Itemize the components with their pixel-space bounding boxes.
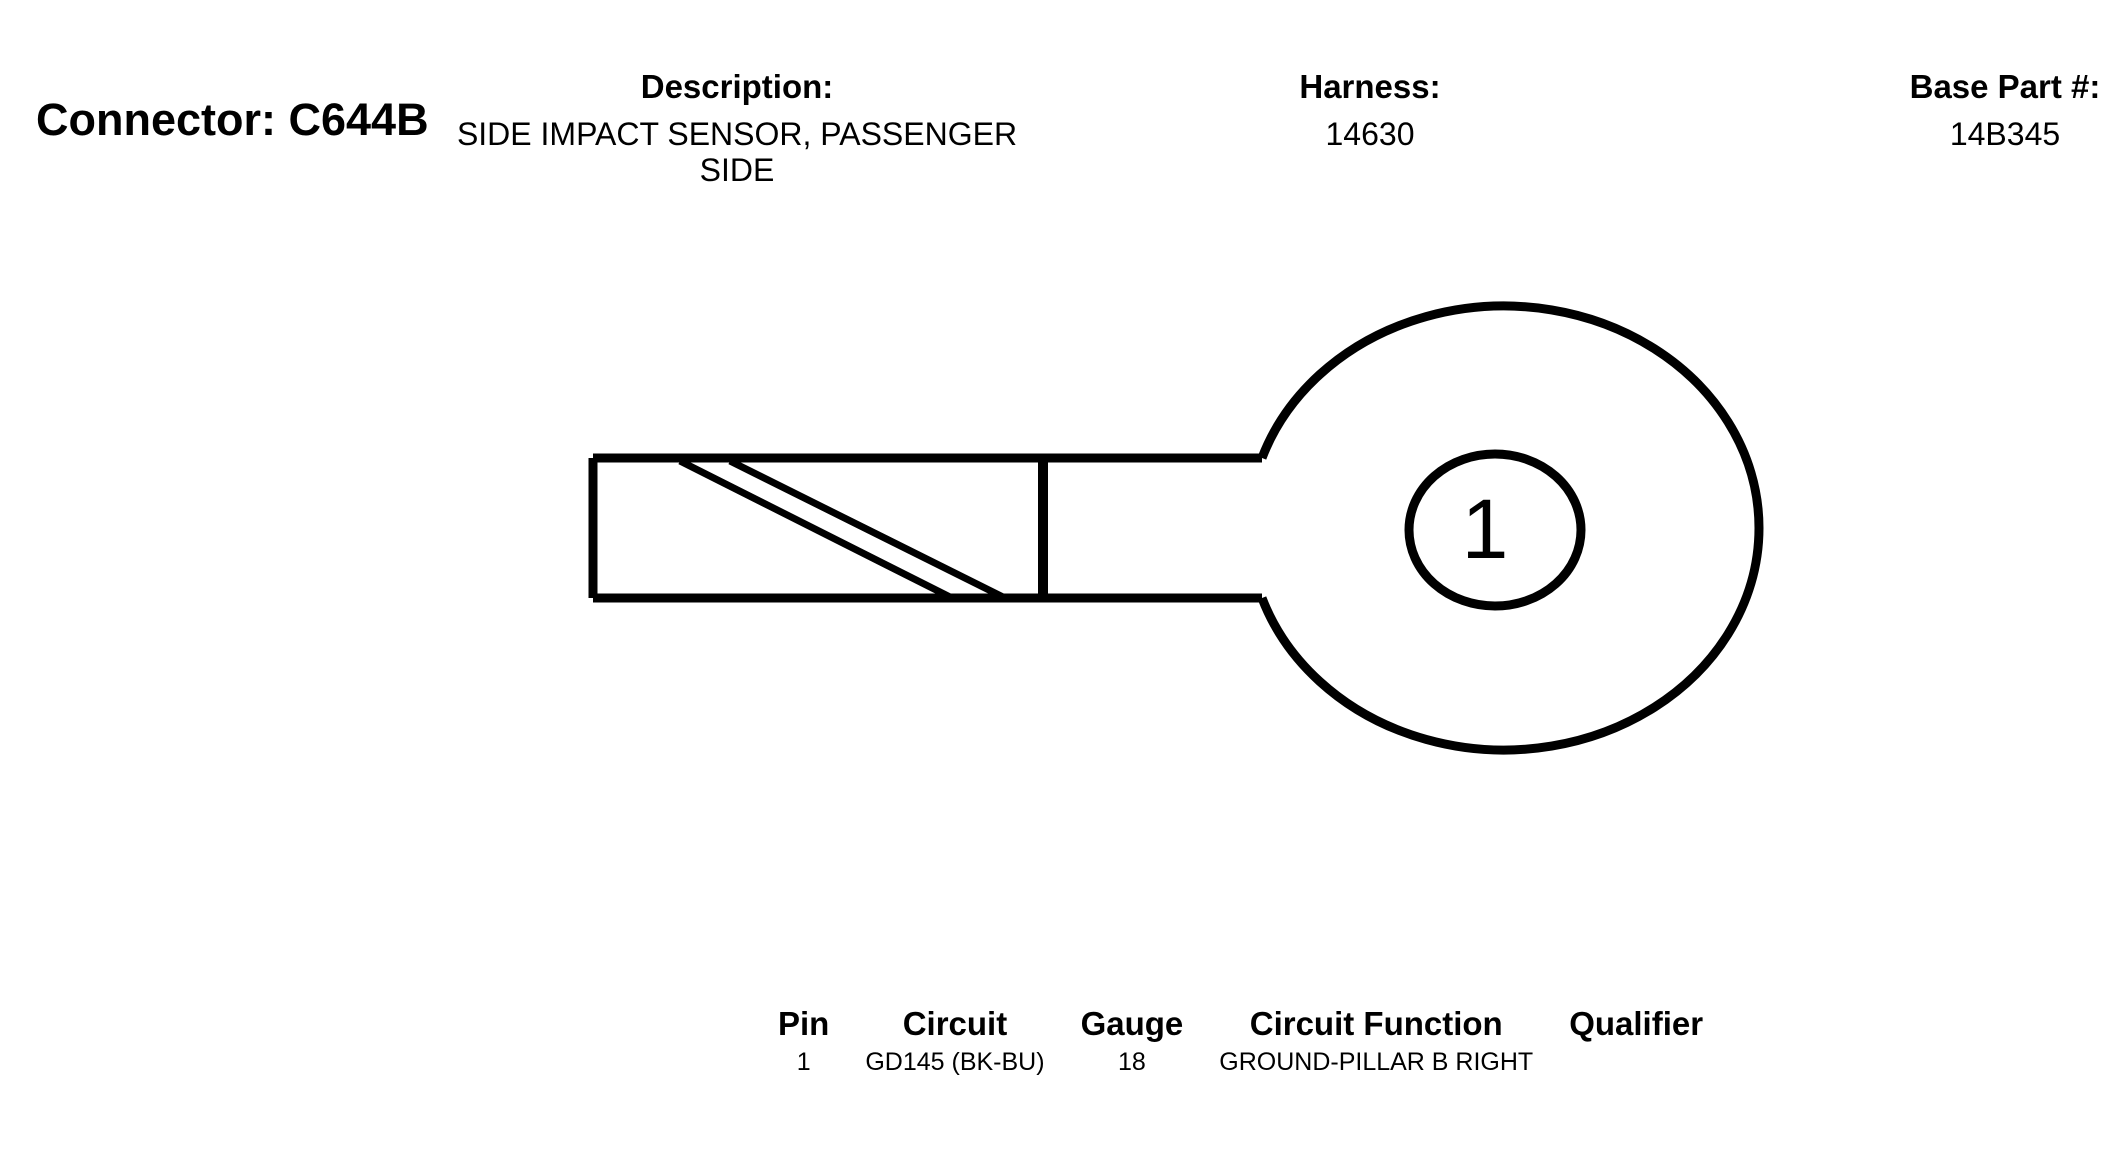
harness-block: Harness: 14630 (1220, 70, 1520, 152)
cell-circuit: GD145 (BK-BU) (865, 1048, 1045, 1076)
cell-pin: 1 (796, 1048, 811, 1076)
table-row: 1 GD145 (BK-BU) 18 GROUND-PILLAR B RIGHT (760, 1043, 1721, 1077)
harness-value: 14630 (1325, 116, 1415, 152)
connector-title: Connector: C644B (36, 94, 429, 145)
cell-gauge: 18 (1118, 1048, 1146, 1076)
cell-circuit-function: GROUND-PILLAR B RIGHT (1219, 1048, 1534, 1076)
pin-table-header-row: Pin Circuit Gauge Circuit Function Quali… (760, 1005, 1721, 1043)
header-qualifier: Qualifier (1569, 1005, 1704, 1042)
description-value: SIDE IMPACT SENSOR, PASSENGER SIDE (456, 116, 1018, 188)
description-block: Description: SIDE IMPACT SENSOR, PASSENG… (442, 70, 1032, 188)
pin-eyelet (1404, 449, 1586, 611)
header-circuit-function: Circuit Function (1249, 1005, 1503, 1042)
base-part-value: 14B345 (1949, 116, 2061, 152)
pin-number-label: 1 (1462, 482, 1509, 576)
harness-label: Harness: (1299, 68, 1441, 105)
header-circuit: Circuit (902, 1005, 1008, 1042)
stripe-line (728, 457, 1005, 601)
cell-qualifier (1551, 1043, 1721, 1077)
base-part-block: Base Part #: 14B345 (1860, 70, 2122, 152)
ring-terminal-outline (1257, 301, 1764, 755)
pin-table: Pin Circuit Gauge Circuit Function Quali… (760, 1005, 1721, 1077)
stripe-line (678, 457, 952, 601)
description-label: Description: (640, 68, 834, 105)
header-gauge: Gauge (1080, 1005, 1184, 1042)
base-part-label: Base Part #: (1909, 68, 2101, 105)
header-pin: Pin (778, 1005, 830, 1042)
